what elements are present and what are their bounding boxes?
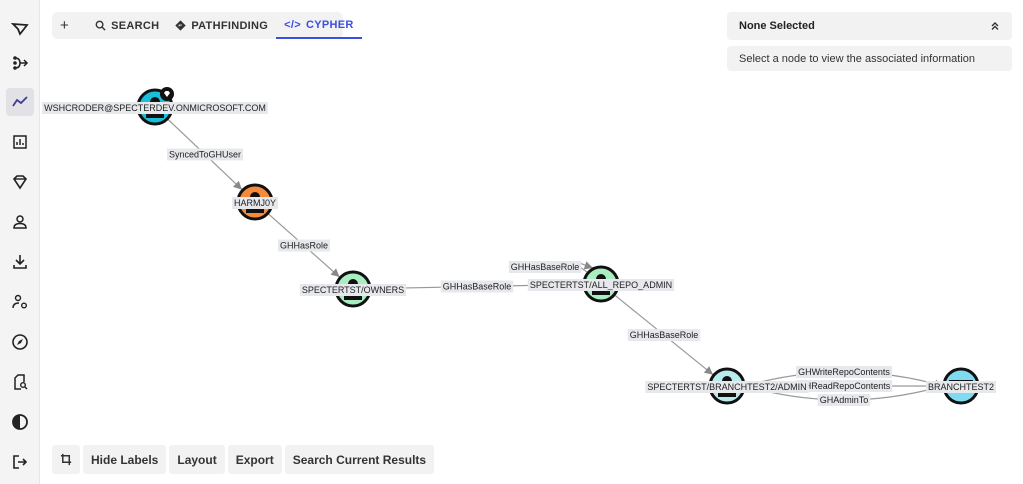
tab-cypher-label: CYPHER <box>305 18 354 31</box>
sidebar <box>0 0 40 484</box>
svg-text:WSHCRODER@SPECTERDEV.ONMICROSO: WSHCRODER@SPECTERDEV.ONMICROSOFT.COM <box>44 103 266 113</box>
svg-text:SPECTERTST/BRANCHTEST2/ADMIN: SPECTERTST/BRANCHTEST2/ADMIN <box>647 382 806 392</box>
edge-label: GHHasBaseRole <box>627 329 701 341</box>
edge-label: GHAdminTo <box>817 394 871 406</box>
tab-search[interactable]: SEARCH <box>87 12 167 39</box>
sidebar-item-download[interactable] <box>6 248 34 276</box>
sidebar-item-contrast[interactable] <box>6 408 34 436</box>
hide-labels-button[interactable]: Hide Labels <box>83 445 167 474</box>
svg-text:BRANCHTEST2: BRANCHTEST2 <box>928 382 994 392</box>
sidebar-item-user-settings[interactable] <box>6 288 34 316</box>
svg-text:SPECTERTST/ALL_REPO_ADMIN: SPECTERTST/ALL_REPO_ADMIN <box>530 280 672 290</box>
export-button[interactable]: Export <box>227 445 282 474</box>
svg-text:GHHasBaseRole: GHHasBaseRole <box>630 330 699 340</box>
tab-pathfinding[interactable]: PATHFINDING <box>167 12 276 39</box>
download-icon <box>13 255 27 269</box>
chart-icon <box>13 135 27 149</box>
svg-text:GHHasRole: GHHasRole <box>280 241 328 251</box>
add-tab-button[interactable]: + <box>60 17 70 34</box>
file-search-icon <box>14 374 28 390</box>
selection-panel-body: Select a node to view the associated inf… <box>727 46 1012 71</box>
selection-panel-header[interactable]: None Selected <box>727 12 1012 40</box>
tab-pathfinding-label: PATHFINDING <box>191 19 269 32</box>
selection-message: Select a node to view the associated inf… <box>739 52 976 65</box>
svg-text:GHHasBaseRole: GHHasBaseRole <box>443 282 512 292</box>
pathfinding-nav-icon <box>13 56 29 70</box>
sidebar-item-chart[interactable] <box>6 128 34 156</box>
svg-text:HARMJ0Y: HARMJ0Y <box>234 198 276 208</box>
diamond-icon <box>12 175 28 190</box>
svg-text:GHAdminTo: GHAdminTo <box>820 395 869 405</box>
layout-button[interactable]: Layout <box>169 445 225 474</box>
search-icon <box>95 20 106 31</box>
edge-label: GHHasBaseRole <box>508 261 582 273</box>
sidebar-item-file-search[interactable] <box>6 368 34 396</box>
pathfinding-icon <box>175 20 186 31</box>
logout-icon <box>13 455 28 469</box>
chevrons-up-icon[interactable] <box>990 21 1000 31</box>
user-icon <box>13 215 27 229</box>
code-icon: </> <box>284 18 301 31</box>
explore-icon <box>12 96 28 107</box>
compass-icon <box>12 334 28 350</box>
edges <box>167 118 944 401</box>
node-label: SPECTERTST/OWNERS <box>299 284 407 296</box>
node-label: HARMJ0Y <box>231 197 279 209</box>
node-label: WSHCRODER@SPECTERDEV.ONMICROSOFT.COM <box>42 102 268 114</box>
sidebar-item-explore[interactable] <box>6 88 34 116</box>
logo-icon <box>11 22 29 36</box>
sidebar-item-logo[interactable] <box>6 15 34 43</box>
edge-label: GHHasBaseRole <box>440 280 514 293</box>
svg-text:SyncedToGHUser: SyncedToGHUser <box>169 150 241 160</box>
sidebar-item-compass[interactable] <box>6 328 34 356</box>
graph-toolbar: Hide Labels Layout Export Search Current… <box>52 445 435 474</box>
node-label: SPECTERTST/BRANCHTEST2/ADMIN <box>645 381 809 393</box>
search-tabs: + SEARCH PATHFINDING </> CYPHER <box>52 12 362 39</box>
sidebar-item-logout[interactable] <box>6 448 34 476</box>
user-settings-icon <box>12 294 27 309</box>
sidebar-item-user[interactable] <box>6 208 34 236</box>
sidebar-item-pathfinding-nav[interactable] <box>6 49 34 77</box>
edge-label: SyncedToGHUser <box>166 148 244 161</box>
selection-title: None Selected <box>739 20 815 32</box>
edge-label: GHReadRepoContents <box>795 380 893 392</box>
svg-text:SPECTERTST/OWNERS: SPECTERTST/OWNERS <box>302 285 404 295</box>
crop-icon <box>60 453 71 466</box>
edge-label: GHHasRole <box>277 239 331 252</box>
svg-text:GHWriteRepoContents: GHWriteRepoContents <box>798 367 890 377</box>
edge-label: GHWriteRepoContents <box>796 366 892 378</box>
node-label: SPECTERTST/ALL_REPO_ADMIN <box>527 279 675 291</box>
svg-text:GHReadRepoContents: GHReadRepoContents <box>798 381 891 391</box>
svg-text:GHHasBaseRole: GHHasBaseRole <box>511 262 580 272</box>
sidebar-item-diamond[interactable] <box>6 168 34 196</box>
crop-button[interactable] <box>52 445 80 474</box>
node-label: BRANCHTEST2 <box>925 381 997 393</box>
search-current-results-button[interactable]: Search Current Results <box>284 445 435 474</box>
contrast-icon <box>12 414 28 430</box>
tab-search-label: SEARCH <box>111 19 160 32</box>
tab-cypher[interactable]: </> CYPHER <box>276 12 362 39</box>
